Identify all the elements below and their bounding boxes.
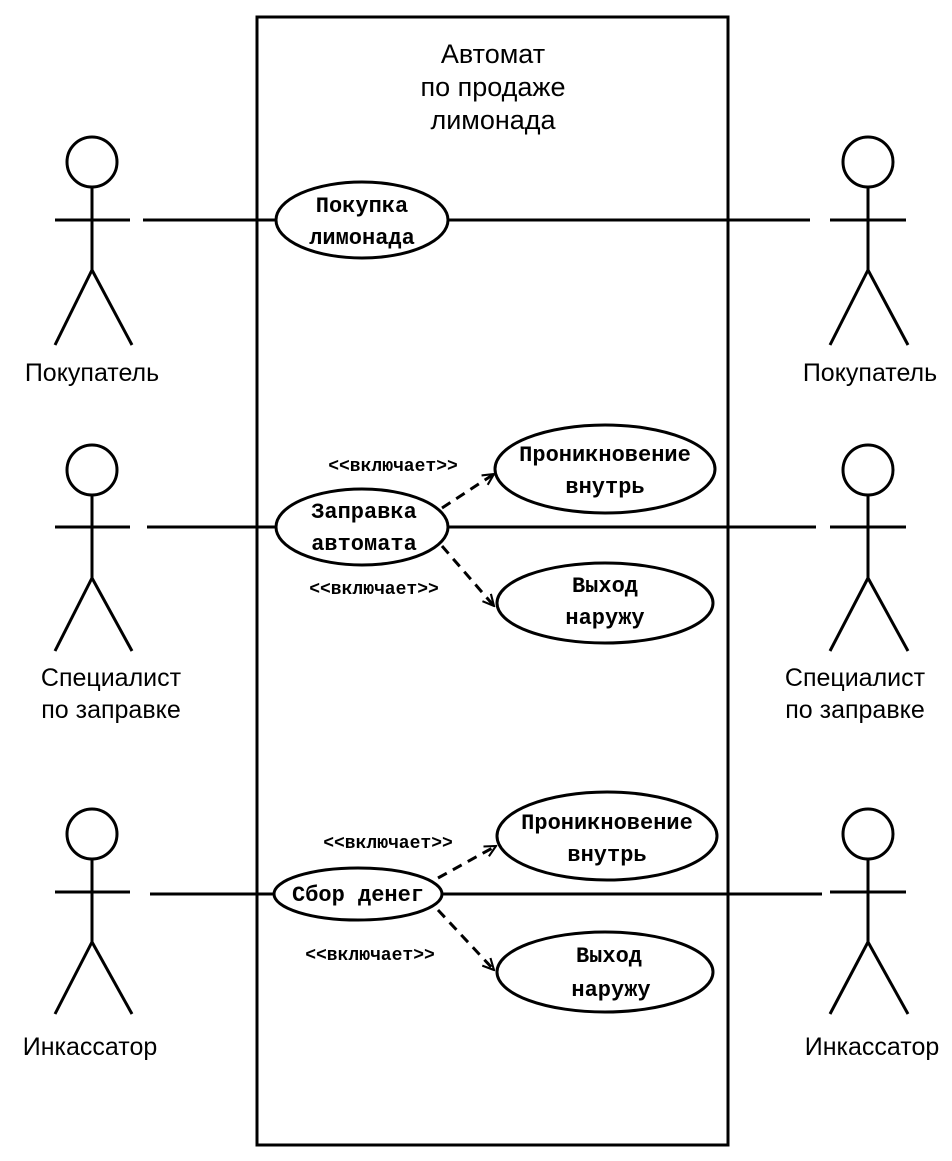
system-title-line-3: лимонада	[430, 105, 556, 135]
use-case-refill-line-2: автомата	[311, 532, 417, 557]
use-case-enter-2: Проникновение внутрь	[495, 790, 719, 882]
actor-left-specialist: Специалист по заправке	[41, 443, 182, 724]
use-case-exit-1-line-2: наружу	[565, 606, 644, 631]
use-case-exit-2: Выход наружу	[495, 930, 715, 1014]
use-case-exit-2-line-2: наружу	[571, 978, 650, 1003]
actor-right-specialist-label-1: Специалист	[785, 664, 926, 692]
actor-right-buyer: Покупатель	[803, 135, 937, 387]
use-case-exit-2-line-1: Выход	[576, 944, 642, 969]
use-case-collect-line-1: Сбор денег	[292, 883, 424, 908]
actor-right-collector: Инкассатор	[805, 807, 940, 1061]
actor-right-specialist-label-2: по заправке	[785, 696, 925, 724]
use-case-refill: Заправка автомата	[274, 487, 450, 567]
system-title-line-1: Автомат	[441, 39, 545, 69]
actor-right-buyer-label: Покупатель	[803, 359, 937, 387]
stereotype-include-3: <<включает>>	[323, 834, 453, 854]
actor-right-specialist: Специалист по заправке	[785, 443, 926, 724]
actor-left-specialist-label-1: Специалист	[41, 664, 182, 692]
actor-left-collector-label: Инкассатор	[23, 1033, 158, 1061]
actor-left-buyer-label: Покупатель	[25, 359, 159, 387]
system-boundary	[255, 15, 730, 1147]
use-case-enter-1: Проникновение внутрь	[493, 423, 717, 515]
actor-left-specialist-label-2: по заправке	[41, 696, 181, 724]
use-case-purchase-line-2: лимонада	[309, 226, 415, 251]
stereotype-include-4: <<включает>>	[305, 946, 435, 966]
use-case-purchase-line-1: Покупка	[316, 194, 408, 219]
use-case-enter-2-line-2: внутрь	[567, 843, 646, 868]
use-case-exit-1: Выход наружу	[495, 561, 715, 645]
actor-left-collector: Инкассатор	[23, 807, 158, 1061]
use-case-enter-2-line-1: Проникновение	[521, 811, 693, 836]
use-case-collect: Сбор денег	[272, 866, 444, 922]
actor-left-buyer: Покупатель	[25, 135, 159, 387]
system-title-line-2: по продаже	[420, 72, 565, 102]
include-arrow-collect-enter	[437, 844, 496, 880]
actor-right-collector-label: Инкассатор	[805, 1033, 940, 1061]
stereotype-include-1: <<включает>>	[328, 457, 458, 477]
include-arrow-collect-exit	[436, 908, 494, 970]
use-case-exit-1-line-1: Выход	[572, 574, 638, 599]
use-case-refill-line-1: Заправка	[311, 500, 417, 525]
include-arrow-refill-enter	[441, 474, 494, 510]
use-case-enter-1-line-1: Проникновение	[519, 443, 691, 468]
use-case-purchase: Покупка лимонада	[274, 180, 450, 260]
include-arrow-refill-exit	[440, 545, 494, 606]
stereotype-include-2: <<включает>>	[309, 580, 439, 600]
use-case-enter-1-line-2: внутрь	[565, 475, 644, 500]
